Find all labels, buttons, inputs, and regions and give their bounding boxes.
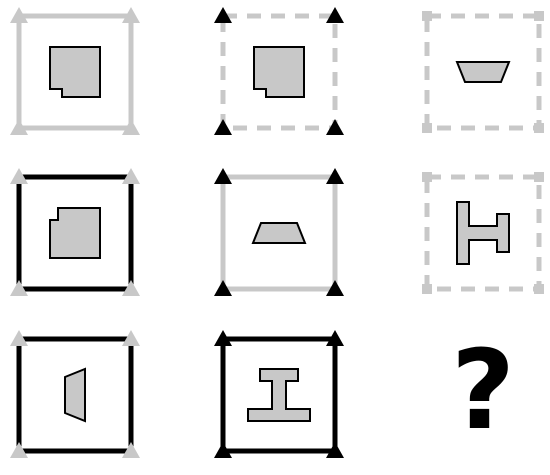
corner-triangle-marker xyxy=(122,7,140,23)
corner-triangle-marker xyxy=(122,119,140,135)
corner-square-marker xyxy=(422,284,432,294)
i-beam-shape xyxy=(456,201,510,265)
corner-square-marker xyxy=(534,284,544,294)
puzzle-cell xyxy=(10,168,140,296)
notched-square-shape xyxy=(253,46,305,98)
corner-triangle-marker xyxy=(214,280,232,296)
corner-triangle-marker xyxy=(214,7,232,23)
corner-square-marker xyxy=(534,172,544,182)
puzzle-cell xyxy=(214,7,344,135)
corner-triangle-marker xyxy=(122,168,140,184)
corner-triangle-marker xyxy=(10,7,28,23)
cell-frame xyxy=(220,336,338,454)
corner-triangle-marker xyxy=(326,119,344,135)
corner-triangle-marker xyxy=(10,280,28,296)
puzzle-cell xyxy=(422,172,544,294)
corner-triangle-marker xyxy=(214,442,232,458)
corner-triangle-marker xyxy=(122,442,140,458)
cell-frame xyxy=(16,13,134,131)
trapezoid-shape xyxy=(64,367,86,423)
missing-answer-slot: ? xyxy=(451,326,515,454)
corner-triangle-marker xyxy=(122,280,140,296)
corner-triangle-marker xyxy=(326,168,344,184)
cell-frame xyxy=(424,174,542,292)
cell-frame xyxy=(220,13,338,131)
cell-frame xyxy=(16,336,134,454)
corner-triangle-marker xyxy=(214,168,232,184)
puzzle-cell xyxy=(214,168,344,296)
trapezoid-shape xyxy=(251,222,307,244)
corner-square-marker xyxy=(534,123,544,133)
corner-triangle-marker xyxy=(10,119,28,135)
cell-frame xyxy=(16,174,134,292)
corner-triangle-marker xyxy=(326,280,344,296)
question-mark: ? xyxy=(451,326,515,454)
corner-triangle-marker xyxy=(122,330,140,346)
corner-triangle-marker xyxy=(326,442,344,458)
corner-triangle-marker xyxy=(214,330,232,346)
cell-frame xyxy=(424,13,542,131)
trapezoid-shape xyxy=(455,61,511,83)
i-beam-shape xyxy=(247,368,311,422)
puzzle-cell xyxy=(10,330,140,458)
corner-triangle-marker xyxy=(10,330,28,346)
corner-square-marker xyxy=(422,172,432,182)
puzzle-cell xyxy=(10,7,140,135)
puzzle-cell xyxy=(422,11,544,133)
cell-frame xyxy=(220,174,338,292)
corner-triangle-marker xyxy=(10,168,28,184)
corner-triangle-marker xyxy=(10,442,28,458)
corner-triangle-marker xyxy=(326,330,344,346)
corner-square-marker xyxy=(422,11,432,21)
corner-triangle-marker xyxy=(326,7,344,23)
corner-triangle-marker xyxy=(214,119,232,135)
corner-square-marker xyxy=(422,123,432,133)
notched-square-shape xyxy=(49,46,101,98)
notched-square-shape xyxy=(49,207,101,259)
corner-square-marker xyxy=(534,11,544,21)
puzzle-cell xyxy=(214,330,344,458)
